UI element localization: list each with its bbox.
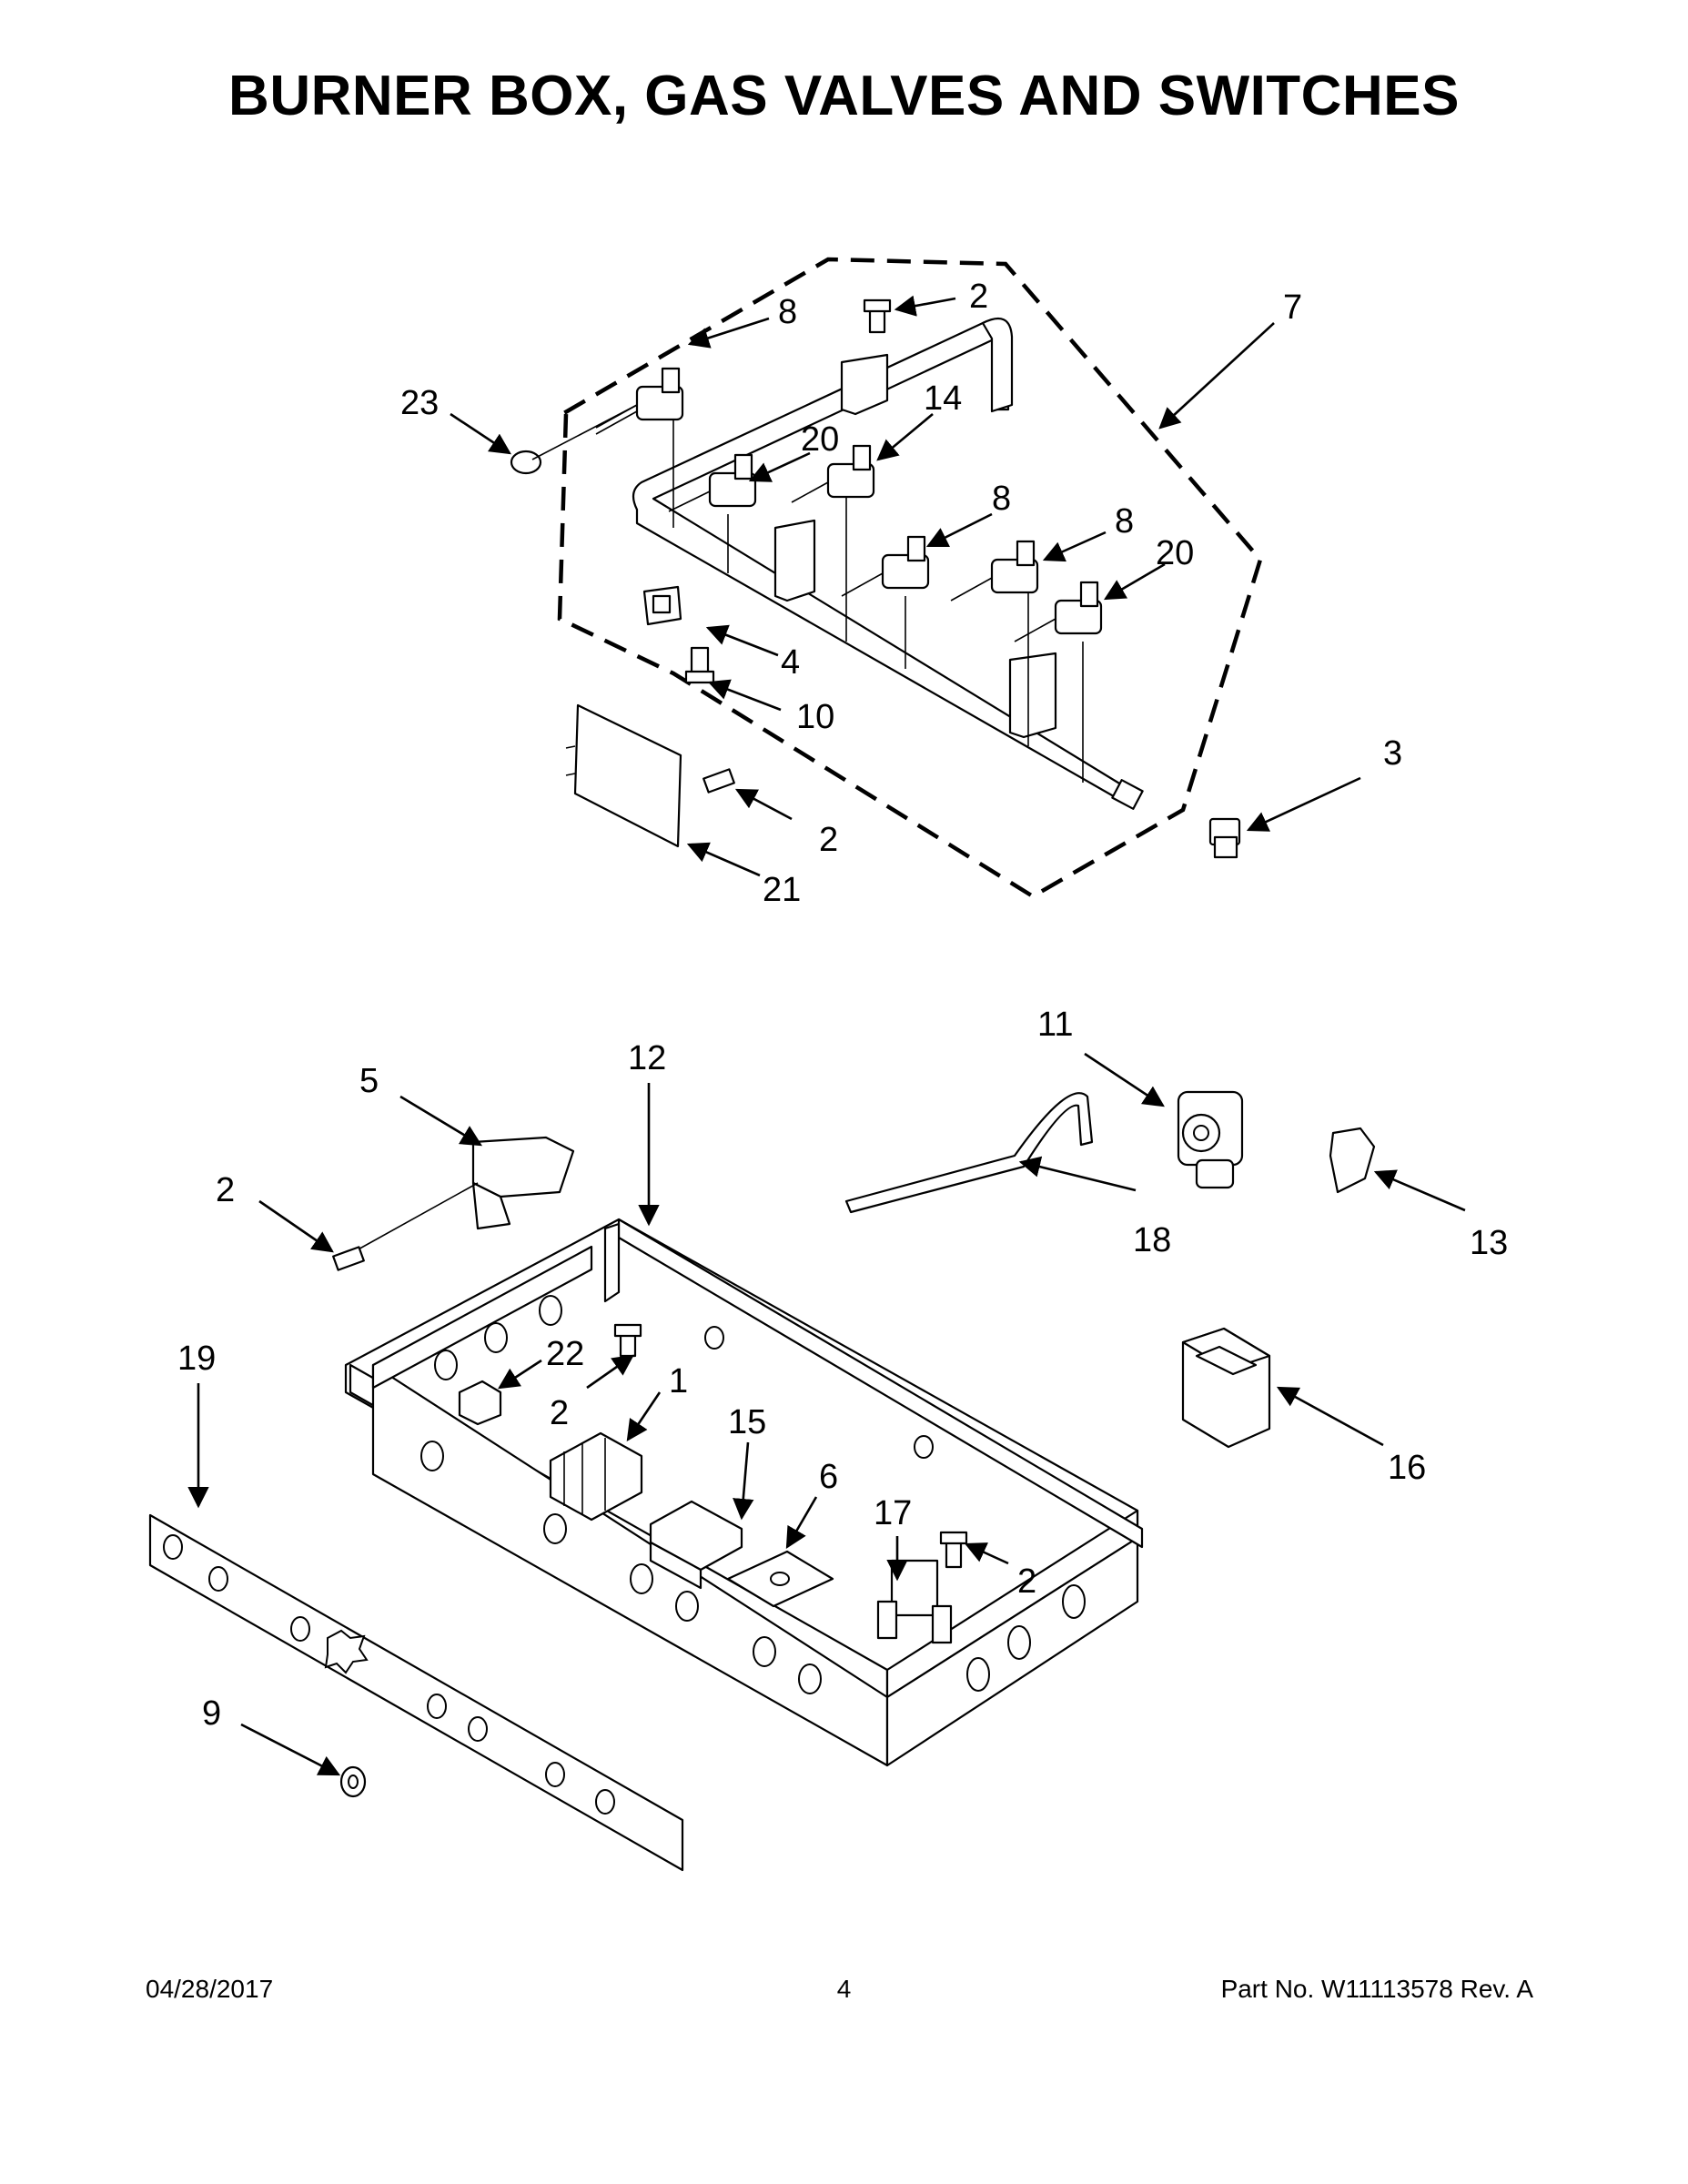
manifold-assembly-outline [557, 257, 1263, 899]
bolt-top [863, 298, 892, 334]
regulator-bracket [1329, 1127, 1376, 1194]
callout-2: 2 [1017, 1562, 1036, 1601]
callout-15: 15 [728, 1403, 766, 1441]
gas-valve [1014, 581, 1103, 642]
mount-bracket [773, 519, 816, 602]
footer-date: 04/28/2017 [146, 1975, 274, 2003]
callout-22: 22 [546, 1335, 584, 1373]
control-module [649, 1500, 743, 1590]
callout-2: 2 [216, 1171, 235, 1209]
callout-labels: 2 7 8 23 14 20 8 8 20 4 10 2 21 3 11 12 … [177, 278, 1508, 1733]
callout-8: 8 [778, 293, 797, 331]
callout-2: 2 [819, 821, 838, 859]
callout-16: 16 [1388, 1449, 1426, 1487]
ignition-switch-block [549, 1431, 643, 1522]
callout-2: 2 [550, 1394, 569, 1432]
limit-switch [458, 1380, 502, 1426]
callout-11: 11 [1037, 1006, 1073, 1044]
spacer-disc [510, 404, 638, 475]
screw [332, 1246, 365, 1271]
gas-valve [841, 535, 930, 597]
screw [702, 768, 735, 794]
pressure-regulator [1177, 1090, 1244, 1189]
cover-plate [565, 703, 682, 848]
callout-17: 17 [874, 1494, 912, 1532]
callout-2: 2 [969, 278, 988, 316]
callout-20: 20 [801, 420, 839, 459]
callout-21: 21 [763, 871, 801, 909]
front-panel-strip [148, 1513, 684, 1872]
junction-box [1181, 1327, 1271, 1449]
callout-23: 23 [400, 384, 439, 422]
burner-box-holes [420, 1295, 1086, 1694]
screw [684, 646, 715, 684]
mounting-plate [726, 1550, 834, 1608]
manifold-pipe [632, 317, 1144, 810]
screw [939, 1531, 968, 1569]
gas-valve [950, 540, 1039, 602]
callout-12: 12 [628, 1039, 666, 1077]
gas-supply-tube [844, 1092, 1094, 1214]
callout-13: 13 [1470, 1224, 1508, 1262]
callout-18: 18 [1133, 1221, 1171, 1259]
callout-8: 8 [992, 480, 1011, 518]
callout-5: 5 [359, 1062, 379, 1100]
callout-9: 9 [202, 1694, 221, 1733]
control-knob [339, 1765, 367, 1798]
callout-19: 19 [177, 1340, 216, 1378]
gas-valve [668, 453, 757, 512]
gas-valve [791, 444, 875, 503]
leader-arrows [187, 295, 1466, 1776]
switch-bracket [354, 1136, 575, 1252]
screw [613, 1323, 642, 1358]
callout-1: 1 [669, 1362, 688, 1400]
callout-10: 10 [796, 698, 834, 736]
mount-bracket [1008, 652, 1057, 739]
callout-14: 14 [924, 379, 962, 418]
footer-part-number: Part No. W11113578 Rev. A [1220, 1975, 1533, 2003]
page-title: BURNER BOX, GAS VALVES AND SWITCHES [228, 65, 1460, 127]
callout-6: 6 [819, 1458, 838, 1496]
pipe-fitting [1208, 817, 1241, 859]
gas-valve [595, 367, 684, 435]
callout-20: 20 [1156, 534, 1194, 572]
callout-8: 8 [1115, 502, 1134, 541]
callout-4: 4 [781, 643, 800, 682]
ignition-switch-bracket [642, 585, 682, 626]
callout-7: 7 [1283, 288, 1302, 327]
callout-3: 3 [1383, 734, 1402, 773]
mount-bracket [840, 353, 889, 416]
burner-box [344, 1218, 1144, 1767]
footer-page-number: 4 [836, 1975, 852, 2003]
